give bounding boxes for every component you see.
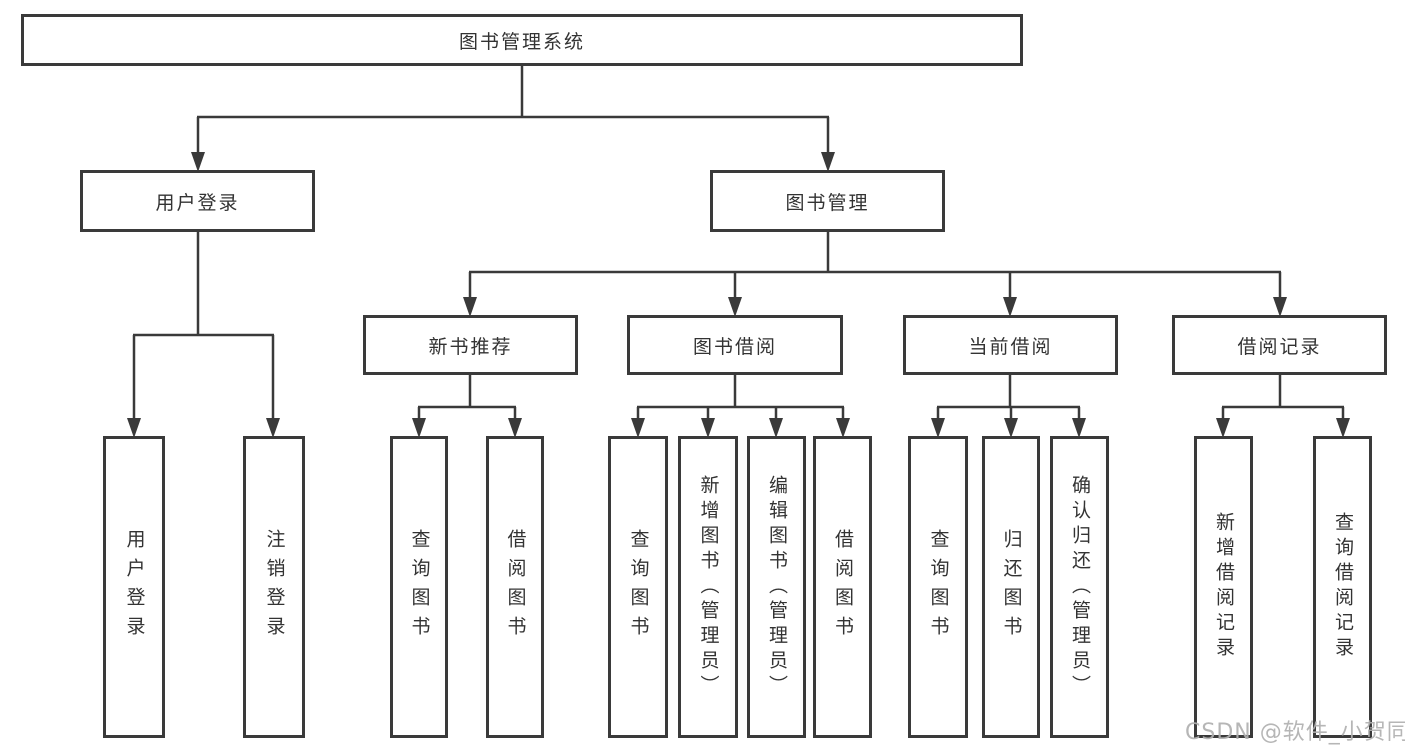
node-label: 借阅图书 — [504, 529, 527, 645]
leaf-edit-books-admin: 编辑图书（管理员） — [747, 436, 806, 738]
leaf-add-borrow-record: 新增借阅记录 — [1194, 436, 1253, 738]
leaf-logout: 注销登录 — [243, 436, 305, 738]
node-current-borrowing: 当前借阅 — [903, 315, 1118, 375]
node-label: 借阅图书 — [832, 529, 854, 645]
node-label: 当前借阅 — [968, 335, 1053, 358]
leaf-search-books-borrowing: 查询图书 — [608, 436, 668, 738]
node-label: 图书管理系统 — [458, 30, 585, 53]
leaf-search-books-recommend: 查询图书 — [390, 436, 448, 738]
node-label: 查询图书 — [627, 529, 650, 645]
node-label: 新增借阅记录 — [1213, 512, 1235, 662]
node-label: 确认归还（管理员） — [1069, 474, 1091, 700]
node-label: 用户登录 — [123, 529, 146, 645]
node-borrowing-records: 借阅记录 — [1172, 315, 1387, 375]
node-label: 注销登录 — [263, 529, 286, 645]
leaf-add-books-admin: 新增图书（管理员） — [678, 436, 738, 738]
leaf-return-books: 归还图书 — [982, 436, 1040, 738]
leaf-search-books-current: 查询图书 — [908, 436, 968, 738]
leaf-user-login: 用户登录 — [103, 436, 165, 738]
node-label: 借阅记录 — [1237, 335, 1322, 358]
node-book-management: 图书管理 — [710, 170, 945, 232]
leaf-search-borrow-record: 查询借阅记录 — [1313, 436, 1372, 738]
node-library-management-system: 图书管理系统 — [21, 14, 1023, 66]
leaf-confirm-return-admin: 确认归还（管理员） — [1050, 436, 1109, 738]
node-label: 查询图书 — [408, 529, 431, 645]
csdn-watermark: CSDN @软件_小贺同学 — [1185, 720, 1405, 745]
leaf-borrow-books-borrowing: 借阅图书 — [813, 436, 872, 738]
node-label: 图书借阅 — [692, 335, 777, 358]
node-label: 查询图书 — [927, 529, 950, 645]
node-label: 新增图书（管理员） — [697, 474, 720, 700]
node-user-login: 用户登录 — [80, 170, 315, 232]
node-label: 查询借阅记录 — [1332, 512, 1354, 662]
node-label: 图书管理 — [785, 191, 870, 214]
node-label: 归还图书 — [1000, 529, 1023, 645]
node-label: 编辑图书（管理员） — [766, 474, 788, 700]
leaf-borrow-books-recommend: 借阅图书 — [486, 436, 544, 738]
node-new-book-recommendation: 新书推荐 — [363, 315, 578, 375]
node-label: 用户登录 — [155, 191, 240, 214]
node-book-borrowing: 图书借阅 — [627, 315, 843, 375]
node-label: 新书推荐 — [428, 335, 513, 358]
